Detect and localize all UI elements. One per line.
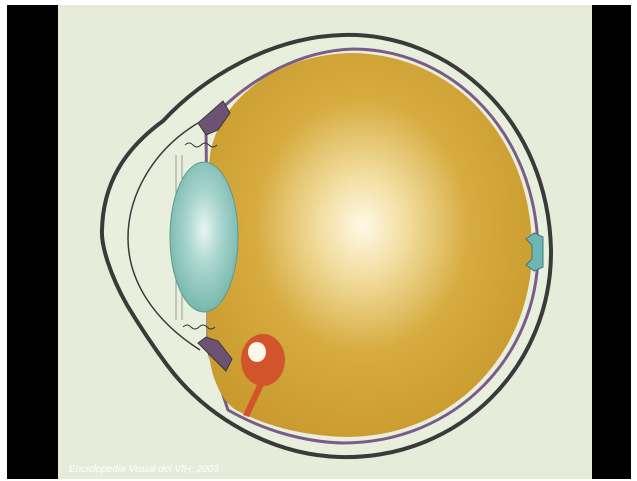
- image-caption: Enciclopedia Visual del VIH, 2003: [69, 464, 219, 475]
- lesion-center: [248, 342, 266, 362]
- eye-cross-section-icon: [58, 5, 592, 479]
- lens: [170, 162, 238, 312]
- retinal-lesion: [241, 334, 285, 386]
- slide-background: Enciclopedia Visual del VIH, 2003: [7, 5, 631, 479]
- illustration-panel: [58, 5, 592, 479]
